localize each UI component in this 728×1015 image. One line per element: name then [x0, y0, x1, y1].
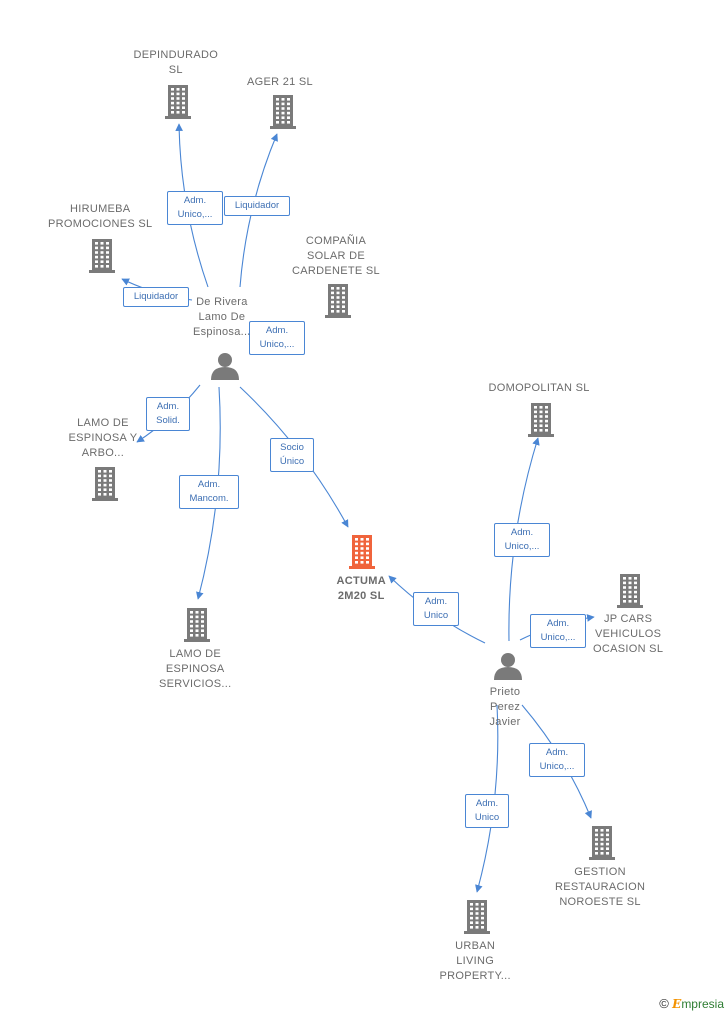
person-icon-prieto[interactable] — [494, 653, 522, 680]
footer-brand: © Empresia — [659, 996, 724, 1011]
edge-label-derivera-lamoserv[interactable]: Adm. Mancom. — [179, 475, 239, 509]
node-label-hirumeba[interactable]: HIRUMEBA PROMOCIONES SL — [48, 203, 153, 230]
building-icon-jpcars[interactable] — [617, 574, 643, 608]
building-icon-urban[interactable] — [464, 900, 490, 934]
brand-name: mpresia — [681, 997, 724, 1011]
node-label-depindurado[interactable]: DEPINDURADO SL — [133, 49, 219, 76]
copyright-symbol: © — [659, 996, 669, 1011]
building-icon-ager21[interactable] — [270, 95, 296, 129]
icons-layer — [89, 85, 643, 934]
edge-label-derivera-actuma[interactable]: Socio Único — [270, 438, 314, 472]
edge-label-derivera-lamoarbo[interactable]: Adm. Solid. — [146, 397, 190, 431]
node-label-jpcars[interactable]: JP CARS VEHICULOS OCASION SL — [593, 612, 664, 655]
edge-label-derivera-depindurado[interactable]: Adm. Unico,... — [167, 191, 223, 225]
edge-label-prieto-actuma[interactable]: Adm. Unico — [413, 592, 459, 626]
node-label-urban[interactable]: URBAN LIVING PROPERTY... — [439, 939, 511, 982]
node-label-domopolitan[interactable]: DOMOPOLITAN SL — [488, 381, 590, 394]
building-icon-compania[interactable] — [325, 284, 351, 318]
brand-initial: E — [672, 997, 682, 1011]
node-label-lamoarbo[interactable]: LAMO DE ESPINOSA Y ARBO... — [68, 416, 138, 459]
building-icon-lamoserv[interactable] — [184, 608, 210, 642]
edge-label-prieto-domopolitan[interactable]: Adm. Unico,... — [494, 523, 550, 557]
edge-label-derivera-hirumeba[interactable]: Liquidador — [123, 287, 189, 307]
node-label-prieto[interactable]: Prieto Perez Javier — [489, 685, 521, 728]
edge-label-derivera-ager21[interactable]: Liquidador — [224, 196, 290, 216]
building-icon-lamoarbo[interactable] — [92, 467, 118, 501]
node-label-ager21[interactable]: AGER 21 SL — [247, 75, 313, 88]
focus-building-icon-actuma[interactable] — [349, 535, 375, 569]
node-label-lamoserv[interactable]: LAMO DE ESPINOSA SERVICIOS... — [159, 647, 232, 690]
node-label-compania[interactable]: COMPAÑIA SOLAR DE CARDENETE SL — [292, 234, 380, 277]
edge-label-prieto-gestion[interactable]: Adm. Unico,... — [529, 743, 585, 777]
building-icon-domopolitan[interactable] — [528, 403, 554, 437]
building-icon-hirumeba[interactable] — [89, 239, 115, 273]
building-icon-depindurado[interactable] — [165, 85, 191, 119]
edge-label-derivera-compania[interactable]: Adm. Unico,... — [249, 321, 305, 355]
edge-label-prieto-urban[interactable]: Adm. Unico — [465, 794, 509, 828]
building-icon-gestion[interactable] — [589, 826, 615, 860]
node-label-derivera[interactable]: De Rivera Lamo De Espinosa... — [193, 295, 251, 338]
person-icon-derivera[interactable] — [211, 353, 239, 380]
node-label-gestion[interactable]: GESTION RESTAURACION NOROESTE SL — [555, 865, 646, 908]
edge-label-prieto-jpcars[interactable]: Adm. Unico,... — [530, 614, 586, 648]
node-label-actuma[interactable]: ACTUMA 2M20 SL — [336, 575, 386, 602]
